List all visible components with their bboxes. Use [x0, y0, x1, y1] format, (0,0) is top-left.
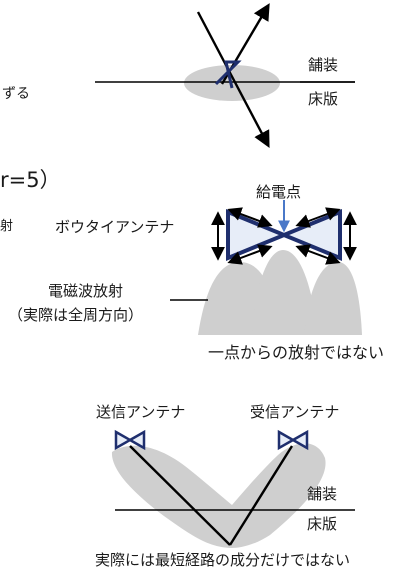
radiation-label-line1: 電磁波放射 — [48, 282, 124, 300]
rx-antenna — [277, 429, 309, 451]
radiation-lobe-center — [252, 250, 318, 335]
top-left-fragment: ずる — [2, 86, 30, 102]
tx-antenna — [114, 429, 146, 451]
bottom-caption: 実際には最短経路の成分だけではない — [95, 551, 351, 569]
ray-top-left — [196, 11, 270, 148]
deck-label-bottom: 床版 — [307, 515, 338, 533]
tx-antenna-label: 送信アンテナ — [96, 403, 186, 421]
dim-arrow-bottom-right — [295, 244, 341, 265]
radiation-lobe-right — [304, 262, 362, 335]
pavement-label-bottom: 舗装 — [307, 485, 338, 503]
propagation-zone — [111, 443, 326, 548]
middle-left-fragment: 射 — [0, 219, 14, 234]
antenna-label: ボウタイアンテナ — [55, 218, 175, 236]
dim-arrow-top-left — [227, 207, 273, 228]
rx-antenna-label: 受信アンテナ — [250, 403, 340, 421]
ray-rx — [228, 445, 294, 546]
pavement-label-top: 舗装 — [308, 56, 339, 74]
dim-arrow-bottom-left — [227, 244, 273, 265]
dim-arrow-top-right — [295, 207, 341, 228]
radiation-label-line2: （実際は全周方向） — [8, 306, 144, 324]
feed-point-label: 給電点 — [256, 183, 302, 201]
zigzag-path — [214, 60, 242, 89]
deck-label-top: 床版 — [308, 90, 339, 108]
ray-tx — [129, 445, 231, 546]
heading-fragment: r=5） — [0, 168, 61, 192]
middle-caption: 一点からの放射ではない — [208, 343, 385, 362]
